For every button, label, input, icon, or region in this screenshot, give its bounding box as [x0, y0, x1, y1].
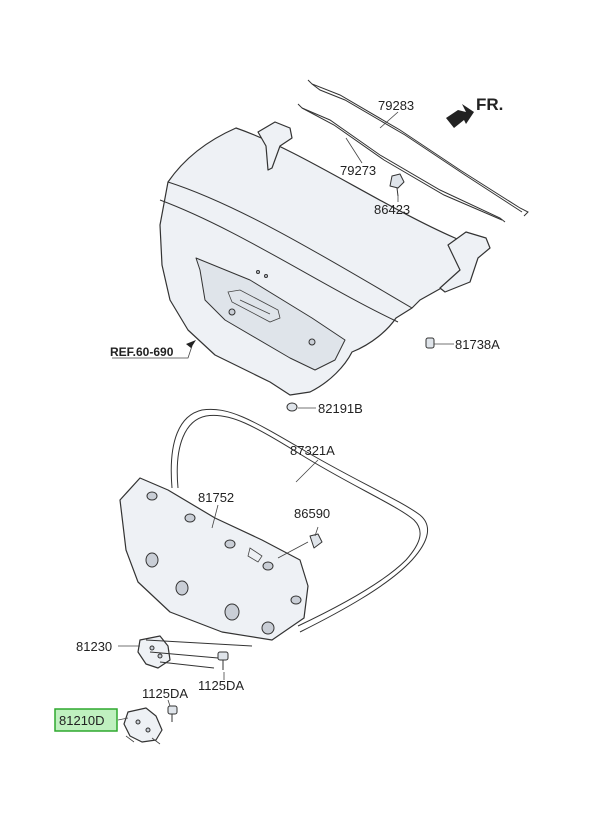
bolt-1125DA-right[interactable]	[217, 651, 229, 670]
torsion-bar-79273[interactable]	[297, 103, 506, 223]
bumper-81738A[interactable]	[425, 337, 435, 349]
part-labels: 79283 79273 86423 81738A REF.60-690 8219…	[54, 98, 500, 732]
label-81738A[interactable]: 81738A	[455, 337, 500, 352]
highlighted-part-callout[interactable]: 81210D	[54, 708, 118, 732]
trunk-lid[interactable]	[159, 121, 491, 396]
latch-81230[interactable]	[137, 635, 253, 669]
label-1125DA-left[interactable]: 1125DA	[142, 686, 188, 701]
label-reference[interactable]: REF.60-690	[110, 345, 174, 359]
front-direction-arrow: FR.	[446, 95, 503, 128]
label-86590[interactable]: 86590	[294, 506, 330, 521]
label-81752[interactable]: 81752	[198, 490, 234, 505]
leader-lines	[112, 111, 454, 721]
trim-panel-81752[interactable]	[119, 477, 309, 641]
label-81230[interactable]: 81230	[76, 639, 112, 654]
label-82191B[interactable]: 82191B	[318, 401, 363, 416]
label-81210D[interactable]: 81210D	[59, 713, 105, 728]
label-79273[interactable]: 79273	[340, 163, 376, 178]
torsion-bar-79283[interactable]	[307, 79, 529, 217]
front-direction-label: FR.	[476, 95, 503, 114]
label-79283[interactable]: 79283	[378, 98, 414, 113]
actuator-81210D[interactable]	[123, 707, 163, 745]
clip-86590[interactable]	[309, 533, 323, 549]
weatherstrip-87321A[interactable]	[170, 408, 428, 633]
label-1125DA-right[interactable]: 1125DA	[198, 678, 244, 693]
clip-86423[interactable]	[389, 173, 405, 197]
grommet-82191B[interactable]	[286, 402, 298, 412]
bolt-1125DA-left[interactable]	[167, 705, 178, 722]
label-87321A[interactable]: 87321A	[290, 443, 335, 458]
label-86423[interactable]: 86423	[374, 202, 410, 217]
